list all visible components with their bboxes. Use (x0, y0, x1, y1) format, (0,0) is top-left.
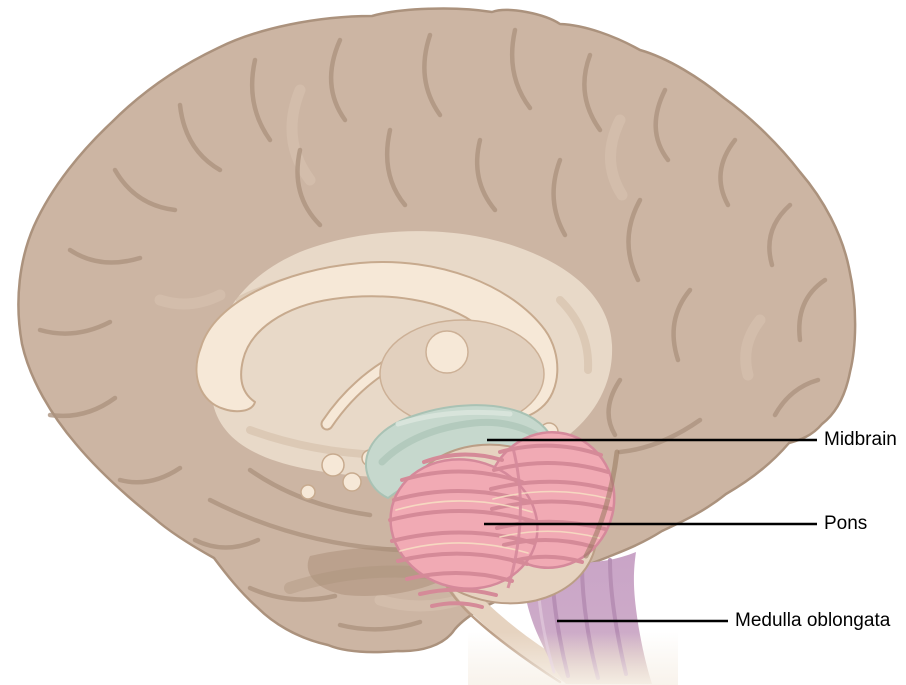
label-medulla: Medulla oblongata (735, 610, 891, 631)
label-pons: Pons (824, 513, 868, 534)
midbrain-highlight (395, 409, 513, 427)
pons-right-crease (583, 449, 620, 559)
leader-lines (484, 438, 817, 623)
label-midbrain: Midbrain (824, 429, 897, 450)
interthalamic-adhesion (425, 330, 469, 374)
pons-cleft (506, 447, 522, 589)
gyri-highlights (154, 84, 766, 612)
midbrain-stripe (378, 418, 552, 466)
pons-highlights (395, 490, 611, 554)
medulla-fade-overlay (468, 632, 678, 685)
sulci-lines (37, 27, 828, 632)
